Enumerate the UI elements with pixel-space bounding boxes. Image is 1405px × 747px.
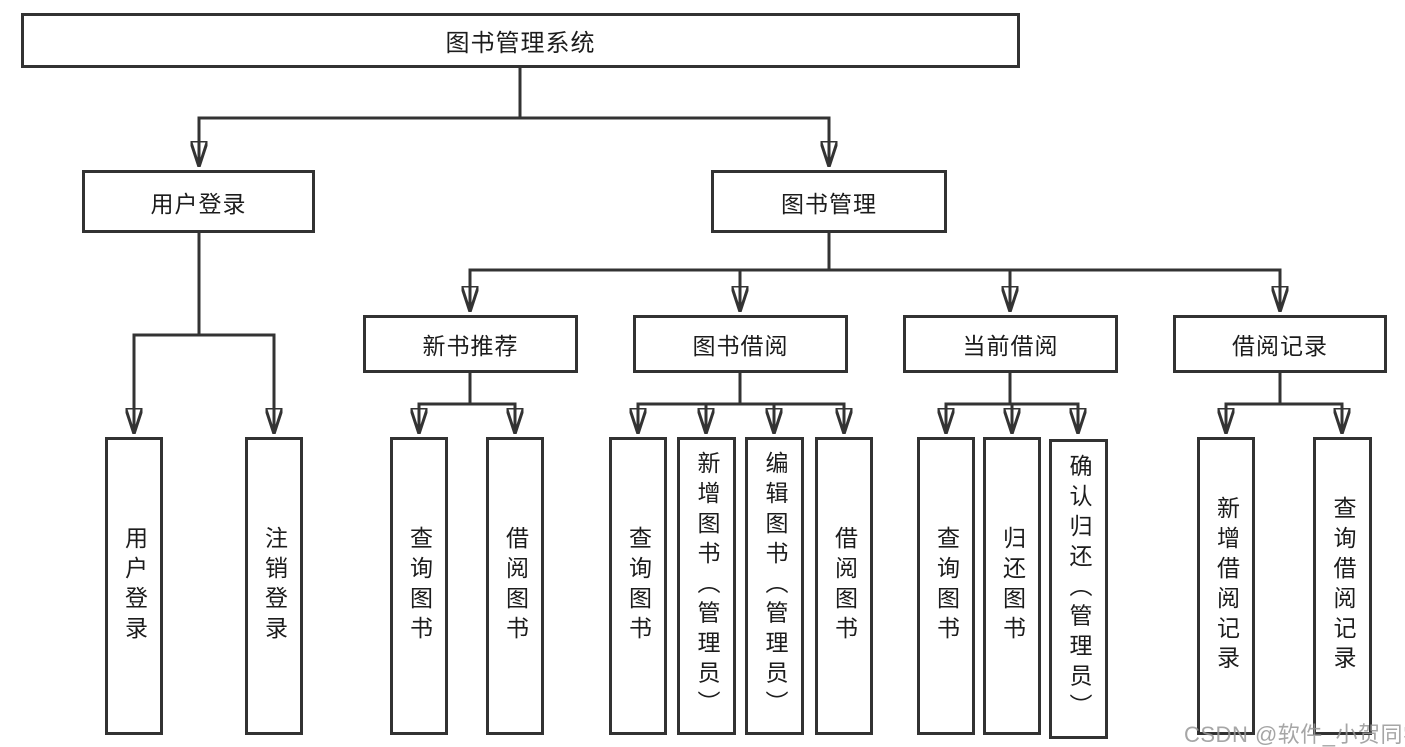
leaf-edit-books-admin: 编辑图书（管理员）	[745, 437, 804, 735]
leaf-borrow-books: 借阅图书	[815, 437, 873, 735]
leaf-return-books: 归还图书	[983, 437, 1041, 735]
leaf-query-borrow-record: 查询借阅记录	[1313, 437, 1372, 735]
node-root-system: 图书管理系统	[21, 13, 1020, 68]
leaf-add-borrow-record: 新增借阅记录	[1197, 437, 1255, 735]
leaf-borrow-books-recommend: 借阅图书	[486, 437, 544, 735]
node-new-book-recommend: 新书推荐	[363, 315, 578, 373]
leaf-query-books-recommend: 查询图书	[390, 437, 448, 735]
leaf-add-books-admin: 新增图书（管理员）	[677, 437, 736, 735]
leaf-confirm-return-admin: 确认归还（管理员）	[1049, 439, 1108, 739]
csdn-watermark: CSDN @软件_小贺同学	[1184, 722, 1405, 747]
node-user-login: 用户登录	[82, 170, 315, 233]
node-book-borrow: 图书借阅	[633, 315, 848, 373]
leaf-query-books-borrow: 查询图书	[609, 437, 667, 735]
leaf-query-books-current: 查询图书	[917, 437, 975, 735]
node-current-borrow: 当前借阅	[903, 315, 1118, 373]
node-borrow-records: 借阅记录	[1173, 315, 1387, 373]
leaf-user-login: 用户登录	[105, 437, 163, 735]
node-book-management: 图书管理	[711, 170, 947, 233]
leaf-logout: 注销登录	[245, 437, 303, 735]
